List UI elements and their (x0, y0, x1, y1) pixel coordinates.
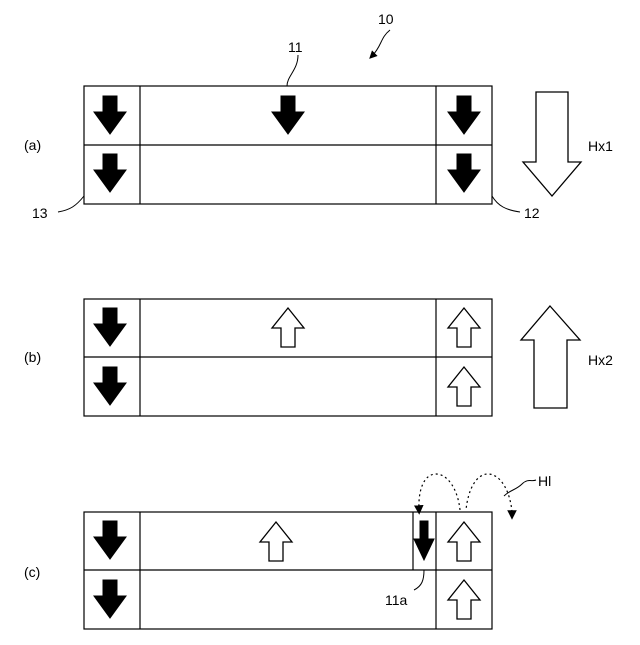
panel-a: (a) Hx1 11 10 13 12 (24, 11, 613, 221)
field-label-hx2: Hx2 (588, 352, 613, 368)
ref-numeral-11: 11 (288, 39, 303, 55)
ref-numeral-10: 10 (378, 11, 394, 27)
ref-numeral-13: 13 (32, 205, 48, 221)
panel-c: Hl (c) 11a (24, 473, 551, 629)
leader-11 (287, 55, 298, 86)
curved-dotted-arrow-icon (466, 474, 512, 512)
field-label-hl: Hl (538, 473, 551, 489)
leader-10 (372, 30, 390, 56)
leader-12 (492, 196, 520, 212)
ref-numeral-12: 12 (524, 205, 540, 221)
leader-hl (504, 480, 536, 496)
leader-13 (58, 196, 84, 212)
curved-dotted-arrow-icon (419, 474, 460, 510)
up-arrow-hollow-icon (521, 306, 580, 408)
panel-label-c: (c) (24, 564, 40, 580)
field-label-hx1: Hx1 (588, 138, 613, 154)
panel-label-a: (a) (24, 137, 41, 153)
panel-b: (b) Hx2 (24, 299, 613, 416)
ref-numeral-11a: 11a (385, 592, 408, 608)
panel-label-b: (b) (24, 349, 41, 365)
down-arrow-hollow-icon (523, 92, 581, 196)
